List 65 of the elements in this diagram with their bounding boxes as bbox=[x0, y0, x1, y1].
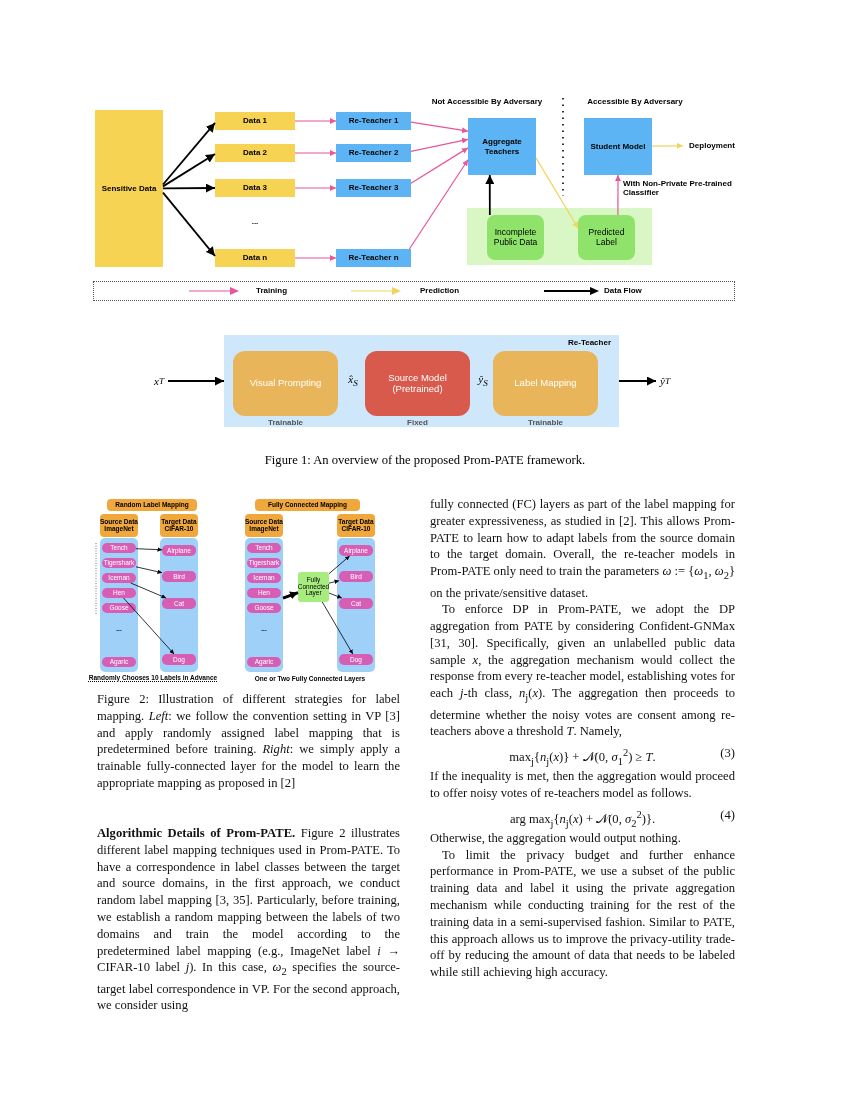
zone-heading: Accessible By Adversary bbox=[586, 97, 684, 106]
data-box: Incomplete Public Data bbox=[487, 215, 544, 260]
data-block: Sensitive Data bbox=[95, 110, 163, 267]
legend-text: Prediction bbox=[420, 286, 460, 295]
variable-label: x̂$_{S}$ bbox=[347, 373, 359, 389]
model-box: Re-Teacher 1 bbox=[336, 112, 411, 130]
class-column bbox=[245, 538, 283, 672]
model-box: Re-Teacher n bbox=[336, 249, 411, 267]
model-box: Re-Teacher 2 bbox=[336, 144, 411, 162]
arrow bbox=[294, 255, 337, 261]
arrow bbox=[162, 191, 216, 257]
body-paragraph: To enforce DP in Prom-PATE, we adopt the DP aggregation from PATE by considering Confident-GNMax [31, 30]. Specifically, given an unlabelled public data sample x, the aggregation mechanism would collect the response from every re-teacher model, establishing votes for each j-th class, n$_{j}$(x). The aggregation then proceeds to determine whether the noisy votes are consent among re-teachers above a threshold T. Namely, bbox=[430, 601, 735, 741]
module-box: Label Mapping bbox=[493, 351, 598, 416]
arrow bbox=[408, 159, 469, 250]
output-text: Deployment bbox=[683, 140, 741, 151]
module-caption: Trainable bbox=[526, 418, 565, 428]
class-column bbox=[160, 538, 198, 672]
ellipsis-text: ... bbox=[250, 217, 260, 226]
body-paragraph: Otherwise, the aggregation would output nothing. bbox=[430, 829, 682, 847]
data-box: Data 3 bbox=[215, 179, 295, 197]
data-panel bbox=[467, 208, 652, 265]
body-paragraph: fully connected (FC) layers as part of the label mapping for greater expressiveness, as studied in [2]. This allows Prom-PATE to learn how to adapt labels from the source domain to the target domain. Overall, the re-teacher models in Prom-PATE only need to train the parameters ω := {ω$_{1}$, ω$_{2}$} on the private/sensitive dataset. bbox=[430, 496, 735, 602]
legend-text: Data Flow bbox=[604, 286, 642, 295]
arrow bbox=[294, 118, 337, 124]
model-box: Re-Teacher 3 bbox=[336, 179, 411, 197]
module-caption: Trainable bbox=[266, 418, 305, 428]
arrow bbox=[282, 591, 299, 600]
zone-heading: Not Accessible By Adversary bbox=[430, 97, 544, 106]
figure-caption: Figure 1: An overview of the proposed Prom-PATE framework. bbox=[263, 453, 587, 468]
legend-text: Training bbox=[256, 286, 288, 295]
variable-label: ŷ$_{S}$ bbox=[476, 373, 489, 389]
arrow bbox=[618, 376, 657, 386]
data-box: Data n bbox=[215, 249, 295, 267]
arrow bbox=[410, 147, 469, 184]
model-box: Student Model bbox=[584, 118, 652, 175]
module-caption: Fixed bbox=[406, 418, 429, 428]
module-box: Visual Prompting bbox=[233, 351, 338, 416]
arrow bbox=[294, 150, 337, 156]
re-teacher-panel bbox=[224, 335, 619, 427]
arrow bbox=[167, 376, 225, 386]
equation-number: (4) bbox=[720, 806, 735, 824]
equation-number: (3) bbox=[720, 745, 735, 762]
arrow bbox=[162, 183, 216, 193]
body-paragraph: To limit the privacy budget and further enhance performance in Prom-PATE, we use a subset of the public training data and label it using the private aggregation mechanism while conducting training for the rest of the training data in a semi-supervised fashion. Similar to PATE, this approach allows us to improve the privacy-utility trade-off by reducing the amount of data that needs to be labeled while still achieving high accuracy. bbox=[430, 846, 735, 981]
arrow bbox=[162, 153, 216, 188]
arrow bbox=[410, 137, 469, 152]
arrow bbox=[294, 185, 337, 191]
data-box: Data 1 bbox=[215, 112, 295, 130]
data-box: Data 2 bbox=[215, 144, 295, 162]
equation: max$_{j}${n$_{j}$(x)} + 𝒩(0, σ$_{1}$$^{2}$) ≥ T. bbox=[509, 750, 656, 765]
arrow bbox=[485, 174, 495, 216]
module-box: Source Model (Pretrained) bbox=[365, 351, 470, 416]
data-box: Predicted Label bbox=[578, 215, 635, 260]
figure-caption: Figure 2: Illustration of different strategies for label mapping. Left: we follow the convention setting in VP [3] and apply randomly assigned label mapping that is predetermined before training. Right: we simply apply a trainable fully-connected layer for the model to learn the appropriate mapping as proposed in [2] bbox=[97, 691, 400, 792]
class-column bbox=[100, 538, 138, 672]
model-box: Aggregate Teachers bbox=[468, 118, 536, 175]
body-paragraph: If the inequality is met, then the aggregation would proceed to offer noisy votes of re-teachers model as follows. bbox=[430, 768, 735, 802]
arrow bbox=[651, 142, 684, 149]
arrow bbox=[614, 174, 621, 216]
arrow bbox=[535, 157, 579, 229]
body-paragraph: Algorithmic Details of Prom-PATE. Figure 2 illustrates different label mapping techniques used in Prom-PATE. To have a correspondence in label classes between the target and source domains, in the first approach, we conduct random label mapping [3, 35]. Particularly, before training, we establish a random mapping between the labels of two domains and train the model according to the predetermined label mapping (e.g., ImageNet label i → CIFAR-10 label j). In this case, ω$_{2}$ specifies the source-target label correspondence in VP. For the second approach, we consider using bbox=[97, 825, 400, 1015]
panel-title: Re-Teacher bbox=[568, 338, 611, 348]
arrow bbox=[410, 121, 469, 134]
arrow bbox=[162, 122, 216, 186]
class-column bbox=[337, 538, 375, 672]
